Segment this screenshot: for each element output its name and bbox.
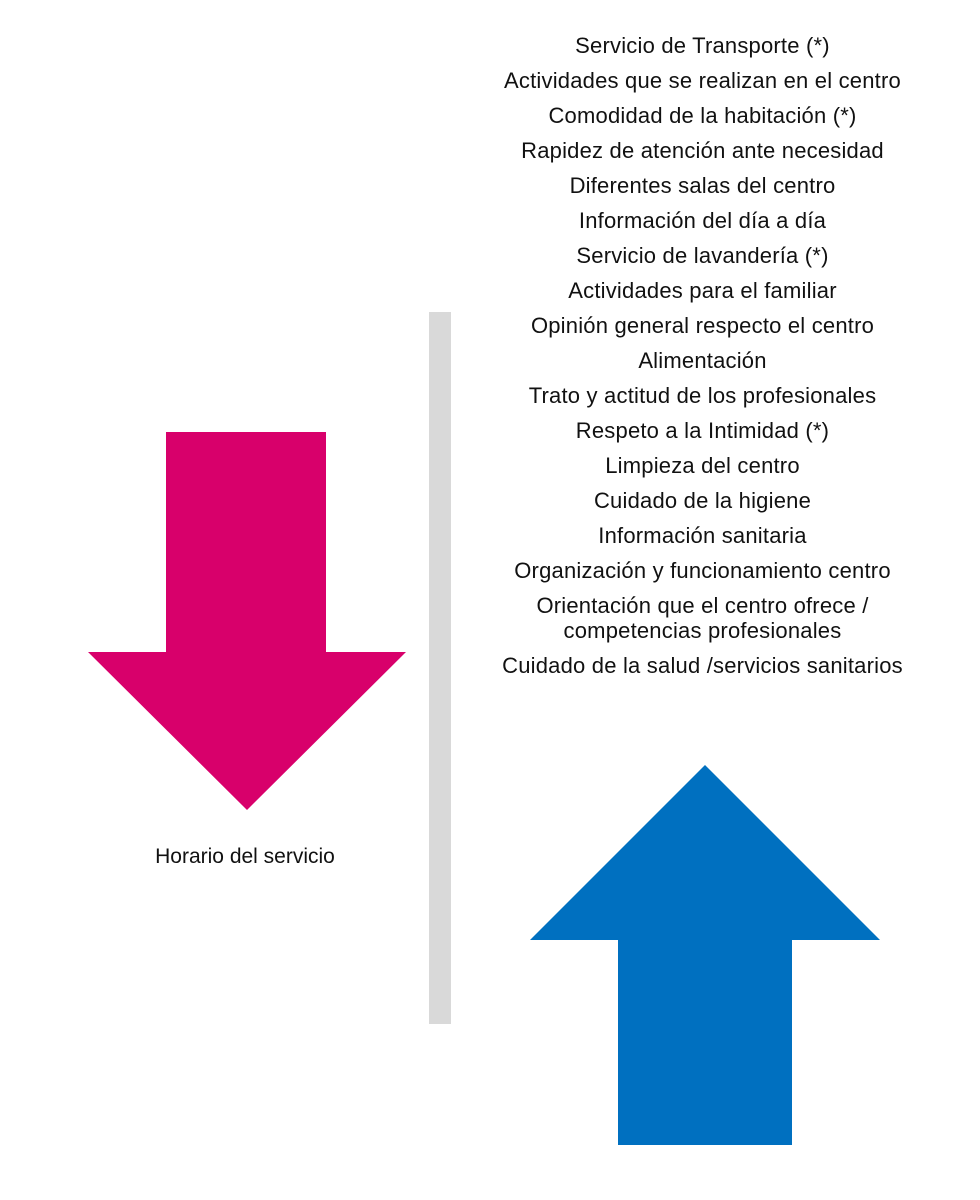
up-item-label: Organización y funcionamiento centro bbox=[514, 558, 891, 583]
up-item-label: Servicio de lavandería (*) bbox=[576, 243, 829, 268]
up-item-label: Comodidad de la habitación (*) bbox=[548, 103, 857, 128]
divider-bar bbox=[429, 312, 451, 1024]
up-item-label: Servicio de Transporte (*) bbox=[575, 33, 830, 58]
up-item-label: Información sanitaria bbox=[598, 523, 807, 548]
up-item-label: Trato y actitud de los profesionales bbox=[528, 383, 877, 408]
down-item-label: Horario del servicio bbox=[155, 845, 335, 868]
up-item-label: Cuidado de la salud /servicios sanitario… bbox=[502, 653, 903, 678]
up-item-label: Alimentación bbox=[638, 348, 767, 373]
up-item-label: Limpieza del centro bbox=[605, 453, 800, 478]
up-item-label: Actividades para el familiar bbox=[568, 278, 837, 303]
up-item-label: Opinión general respecto el centro bbox=[530, 313, 875, 338]
up-item-label: Orientación que el centro ofrece / compe… bbox=[536, 593, 869, 643]
up-item-label: Diferentes salas del centro bbox=[569, 173, 836, 198]
arrow-up-icon bbox=[530, 765, 880, 1145]
up-item-label: Respeto a la Intimidad (*) bbox=[575, 418, 830, 443]
up-items-list: Servicio de Transporte (*) Actividades qu… bbox=[470, 33, 935, 688]
arrow-down-icon bbox=[88, 432, 406, 810]
up-item-label: Actividades que se realizan en el centro bbox=[504, 68, 901, 93]
up-item-label: Cuidado de la higiene bbox=[593, 488, 812, 513]
up-item-label: Rapidez de atención ante necesidad bbox=[521, 138, 884, 163]
up-item-label: Información del día a día bbox=[578, 208, 827, 233]
